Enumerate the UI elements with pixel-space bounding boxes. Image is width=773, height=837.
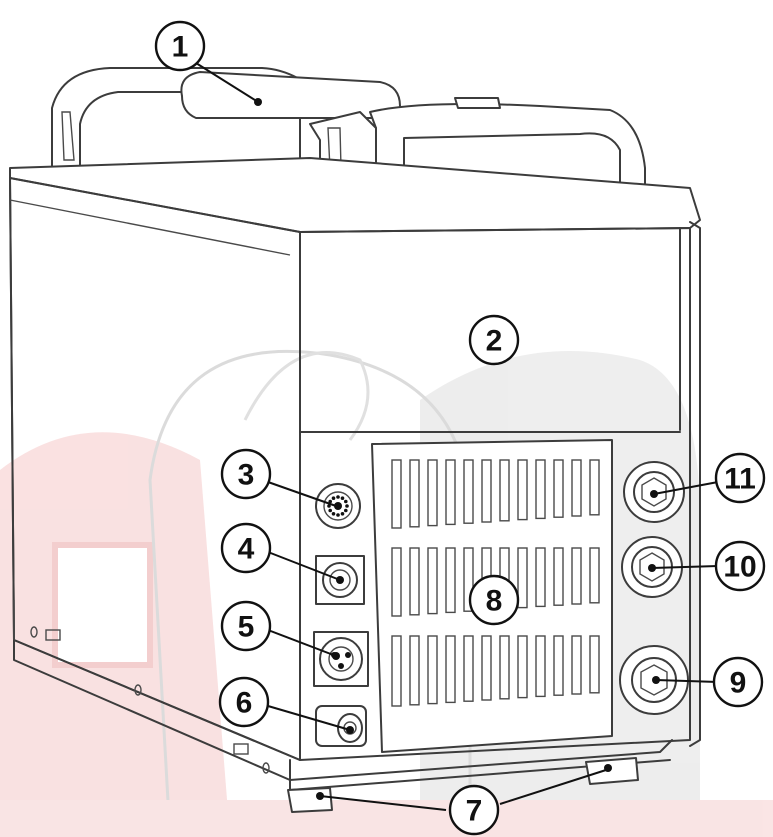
callout-9-number: 9 — [730, 667, 747, 700]
connector-pin — [336, 495, 340, 499]
connector-pin — [331, 511, 336, 516]
callout-4-number: 4 — [238, 533, 255, 566]
grille-slot — [553, 635, 564, 696]
callout-11-number: 11 — [724, 463, 756, 496]
callout-5-number: 5 — [238, 611, 255, 644]
callout-10: 10 — [714, 540, 766, 592]
callout-4: 4 — [220, 522, 272, 574]
callout-2: 2 — [468, 314, 520, 366]
grille-slot — [463, 459, 474, 524]
callout-9: 9 — [712, 656, 764, 708]
connector-pin — [328, 499, 333, 504]
grille-slot — [409, 459, 420, 528]
grille-slot — [409, 635, 420, 706]
grille-slot — [445, 459, 456, 526]
callout-1-number: 1 — [172, 31, 189, 64]
grille-slot — [463, 547, 474, 612]
grille-slot — [391, 635, 402, 707]
grille-slot — [391, 547, 402, 617]
connector-pin — [336, 513, 340, 517]
callout-6-number: 6 — [236, 687, 253, 720]
grille-slot — [589, 635, 600, 694]
leader-lines — [187, 57, 719, 811]
grille-slot — [553, 547, 564, 606]
connector-pin — [340, 511, 345, 516]
connector-pin — [343, 499, 348, 504]
grille-slot — [535, 547, 546, 608]
machine-body — [9, 157, 701, 791]
callout-3: 3 — [220, 448, 272, 500]
connector-pin — [343, 508, 348, 513]
grille-slot — [553, 459, 564, 518]
grille-slot — [499, 459, 510, 522]
grille-slot — [589, 547, 600, 604]
callout-7: 7 — [448, 784, 500, 836]
grille-slot — [427, 459, 438, 527]
callout-11: 11 — [714, 452, 766, 504]
grille-slot — [517, 635, 528, 699]
grille-slot — [445, 635, 456, 704]
grille-slot — [499, 635, 510, 700]
grille-slot — [427, 547, 438, 615]
connector-pin — [328, 508, 333, 513]
grille-slot — [589, 459, 600, 516]
callout-8: 8 — [468, 574, 520, 626]
grille-slot — [481, 635, 492, 701]
grille-slot — [481, 459, 492, 523]
grille-slot — [463, 635, 474, 702]
grille-slot — [445, 547, 456, 614]
grille-slot — [571, 635, 582, 695]
grille-slot — [517, 547, 528, 609]
grille-slot — [517, 459, 528, 521]
grille-slot — [571, 547, 582, 605]
callout-7-number: 7 — [466, 795, 483, 828]
grille-slot — [391, 459, 402, 529]
gas-fitting — [315, 705, 367, 747]
connector-pin — [340, 496, 345, 501]
connector-pin — [327, 504, 331, 508]
grille-slot — [427, 635, 438, 705]
callout-5: 5 — [220, 600, 272, 652]
callout-8-number: 8 — [486, 585, 503, 618]
grille-slot — [535, 459, 546, 520]
grille-slot — [409, 547, 420, 616]
callout-1: 1 — [154, 20, 206, 72]
callout-6: 6 — [218, 676, 270, 728]
round-socket-connector — [313, 631, 369, 687]
grille-slot — [571, 459, 582, 517]
callout-2-number: 2 — [486, 325, 503, 358]
connector-pin — [345, 504, 349, 508]
grille-slot — [535, 635, 546, 698]
connector-pin — [331, 496, 336, 501]
callout-10-number: 10 — [723, 551, 756, 584]
callout-3-number: 3 — [238, 459, 255, 492]
